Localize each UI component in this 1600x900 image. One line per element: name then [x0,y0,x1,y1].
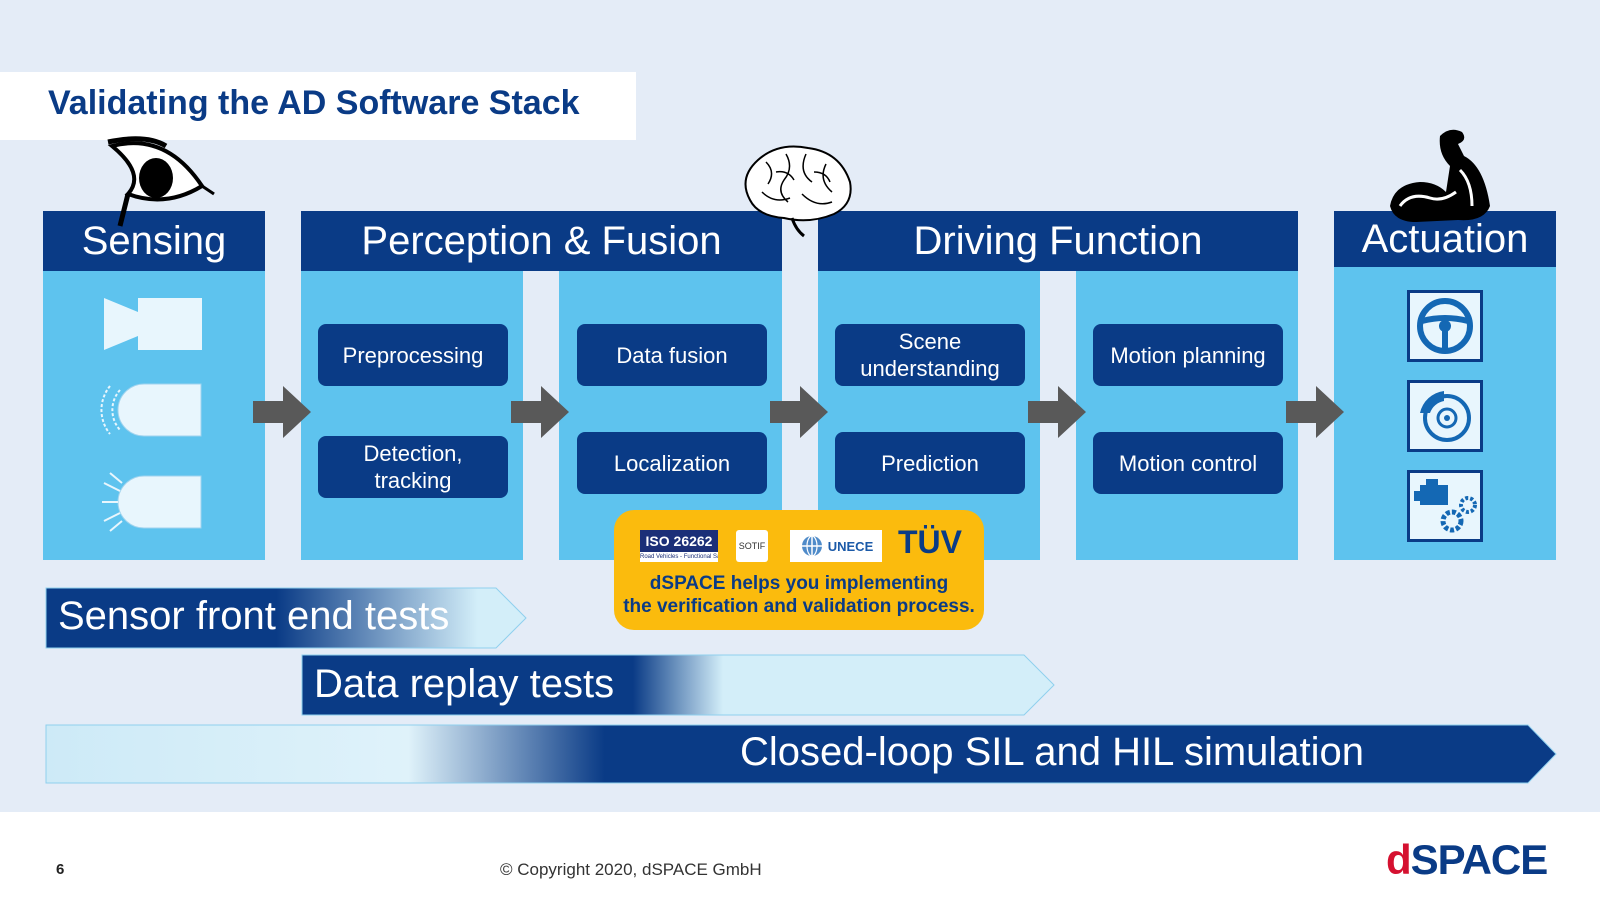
logo-letter-d: d [1386,836,1412,883]
step-motion-planning: Motion planning [1093,324,1283,386]
engine-gears-icon [1407,470,1483,542]
badge-line-2: the verification and validation process. [623,596,975,617]
closed-loop-simulation-label: Closed-loop SIL and HIL simulation [740,730,1365,774]
title-box [0,72,636,140]
logo-letters-space: SPACE [1410,836,1549,883]
certification-badge: ISO 26262 Road Vehicles - Functional Saf… [614,510,984,630]
step-localization: Localization [577,432,767,494]
column-header-perception: Perception & Fusion [301,211,782,271]
eye-icon [107,136,215,227]
flow-arrow-icon [253,386,311,438]
unece-logo: UNECE [790,530,882,562]
closed-loop-simulation-band [45,724,1557,784]
camera-sensor-icon [104,298,202,350]
sensor-front-end-tests-band [45,587,527,649]
brake-disc-icon [1407,380,1483,452]
flow-arrow-icon [1286,386,1344,438]
flow-arrow-icon [1028,386,1086,438]
flexed-arm-icon [1390,129,1490,222]
data-replay-tests-label: Data replay tests [314,662,615,706]
iso-26262-label: ISO 26262 [640,530,718,552]
badge-line-1: dSPACE helps you implementing [649,573,949,594]
steering-wheel-icon [1407,290,1483,362]
radar-sensor-icon [100,383,202,437]
flow-arrow-icon [511,386,569,438]
panel-perception-left [301,271,523,560]
page-title: Validating the AD Software Stack [48,84,580,122]
copyright-text: © Copyright 2020, dSPACE GmbH [500,860,762,879]
step-scene-understanding: Scene understanding [835,324,1025,386]
dspace-logo: dSPACE [1386,836,1549,884]
unece-label: UNECE [827,538,874,554]
data-replay-tests-band [301,654,1055,716]
step-detection-tracking: Detection, tracking [318,436,508,498]
lidar-sensor-icon [102,472,202,532]
step-preprocessing: Preprocessing [318,324,508,386]
column-header-driving-function: Driving Function [818,211,1298,271]
column-header-sensing: Sensing [43,211,265,271]
step-prediction: Prediction [835,432,1025,494]
step-data-fusion: Data fusion [577,324,767,386]
iso-26262-logo: ISO 26262 Road Vehicles - Functional Saf… [640,530,718,566]
page-number: 6 [56,861,65,878]
tuv-logo: TÜV [898,524,962,560]
iso-26262-sublabel: Road Vehicles - Functional Safety [640,552,718,562]
brain-icon [744,145,852,238]
panel-driving-right [1076,271,1298,560]
step-motion-control: Motion control [1093,432,1283,494]
globe-icon [801,535,822,557]
flow-arrow-icon [770,386,828,438]
sotif-logo: SOTIF [736,530,768,562]
sensor-front-end-tests-label: Sensor front end tests [58,594,450,638]
